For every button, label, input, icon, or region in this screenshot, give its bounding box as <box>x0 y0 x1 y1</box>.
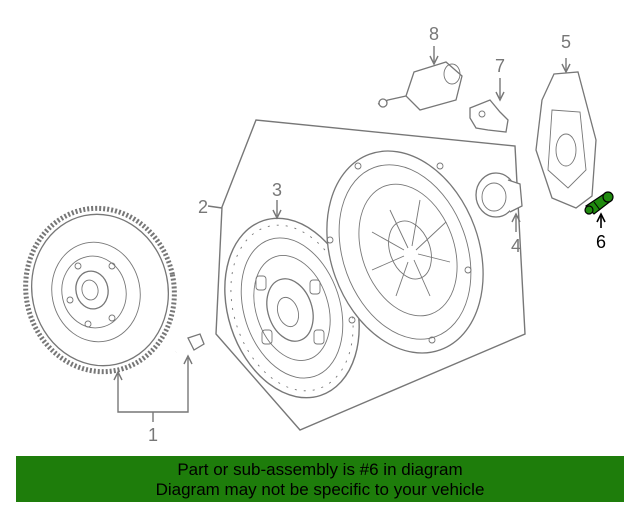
callout-label-6: 6 <box>596 232 606 252</box>
callout-6: 6 <box>596 212 606 252</box>
retaining-clip-icon: 7 <box>469 56 509 133</box>
banner-line-1: Part or sub-assembly is #6 in diagram <box>177 460 463 479</box>
clutch-disc-icon <box>224 217 360 399</box>
callout-label-2: 2 <box>198 197 208 217</box>
pressure-plate-icon <box>326 150 484 354</box>
callout-label-7: 7 <box>495 56 505 76</box>
release-fork-icon: 5 <box>535 32 597 209</box>
flywheel-icon <box>23 205 177 375</box>
callout-label-1: 1 <box>148 425 158 445</box>
callout-3: 3 <box>272 180 282 220</box>
callout-1: 1 <box>113 354 193 445</box>
callout-label-4: 4 <box>511 236 521 256</box>
slave-cylinder-icon: 8 <box>377 24 463 111</box>
callout-label-5: 5 <box>561 32 571 52</box>
clutch-kit-outline: 2 <box>198 119 526 431</box>
info-banner: Part or sub-assembly is #6 in diagram Di… <box>16 456 624 502</box>
callout-label-3: 3 <box>272 180 282 200</box>
flywheel-bolt-icon <box>175 333 205 354</box>
callout-4: 4 <box>511 212 521 256</box>
pivot-stud-icon <box>584 191 614 215</box>
callout-label-8: 8 <box>429 24 439 44</box>
banner-line-2: Diagram may not be specific to your vehi… <box>155 480 485 499</box>
release-bearing-icon <box>475 172 523 218</box>
